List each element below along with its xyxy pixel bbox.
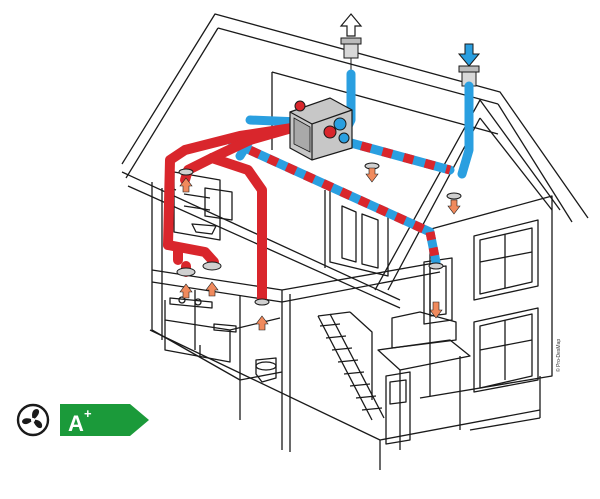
extract-duct-stripes: [230, 135, 452, 263]
heat-recovery-unit: [289, 97, 353, 161]
fan-icon: [16, 403, 50, 437]
energy-label-badge: A +: [60, 404, 149, 436]
energy-rating-text: A: [68, 411, 84, 436]
extract-duct-network: [163, 123, 297, 305]
arrow-up-icon: [339, 13, 363, 37]
roof-exhaust-pipe: [340, 37, 362, 74]
energy-rating-superscript: +: [84, 406, 92, 421]
credit-text: © Pro-DesMap: [555, 339, 562, 372]
vent-grilles: [176, 162, 462, 306]
roof-intake-pipe: [458, 65, 480, 87]
arrow-down-icon: [457, 43, 481, 67]
airflow-arrows: [179, 167, 461, 331]
